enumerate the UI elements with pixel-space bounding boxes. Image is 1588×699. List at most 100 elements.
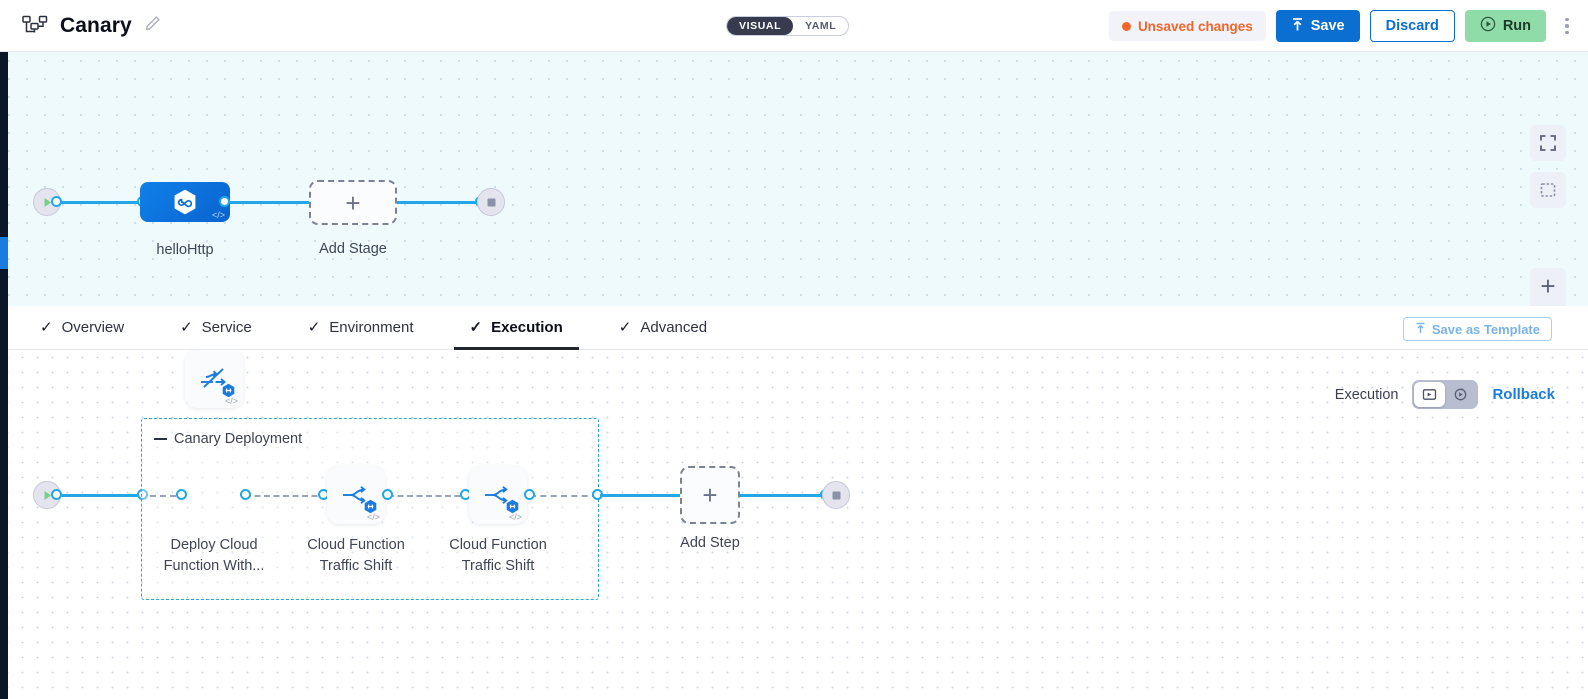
execution-view-button[interactable] — [1414, 382, 1446, 407]
play-circle-icon — [1480, 16, 1496, 36]
upload-arrow-icon — [1291, 17, 1304, 36]
step-code-mark: </> — [224, 396, 238, 406]
step-3-output-port[interactable] — [524, 489, 535, 500]
rollback-link[interactable]: Rollback — [1492, 386, 1555, 403]
stage-node-label: helloHttp — [156, 242, 214, 258]
fullscreen-expand-icon — [1540, 135, 1556, 151]
execution-view-icon — [1423, 389, 1437, 400]
tab-service[interactable]: ✓ Service — [164, 306, 268, 350]
unsaved-changes-label: Unsaved changes — [1137, 18, 1253, 34]
step-node-traffic-shift-2[interactable]: </> — [469, 466, 527, 524]
harness-hexagon-icon — [174, 189, 196, 215]
stage-group-title-label: Canary Deployment — [174, 431, 303, 447]
fit-to-screen-icon — [1540, 183, 1556, 197]
group-input-port[interactable] — [137, 489, 148, 500]
deploy-cloud-function-icon — [201, 368, 226, 388]
pencil-edit-icon[interactable] — [144, 14, 162, 37]
header-actions: Unsaved changes Save Discard — [1108, 0, 1578, 52]
edge-step-3-to-group-out — [530, 495, 598, 497]
edge-step-1-to-step-2 — [245, 495, 327, 497]
check-icon: ✓ — [40, 319, 53, 336]
edge-step-2-to-step-3 — [388, 495, 470, 497]
tab-environment[interactable]: ✓ Environment — [292, 306, 430, 350]
mode-option-visual[interactable]: VISUAL — [727, 17, 794, 35]
edge-start-to-stage — [56, 201, 148, 204]
check-icon: ✓ — [180, 319, 193, 336]
mode-option-yaml[interactable]: YAML — [805, 20, 837, 32]
edge-stage-to-addstage — [222, 201, 314, 204]
tab-list: ✓ Overview ✓ Service ✓ Environment ✓ Exe… — [0, 306, 747, 350]
step-config-badge — [222, 383, 235, 398]
tab-execution-label: Execution — [491, 319, 563, 336]
check-icon: ✓ — [307, 319, 321, 336]
unsaved-dot-icon — [1121, 21, 1131, 31]
end-stop-node[interactable] — [477, 188, 505, 216]
save-as-template-label: Save as Template — [1431, 321, 1540, 337]
edge-addstep-to-end — [740, 494, 824, 497]
exec-start-output-port[interactable] — [51, 489, 62, 500]
add-step-label: Add Step — [680, 535, 740, 551]
collapse-dash-icon[interactable] — [154, 438, 167, 440]
step-1-input-port[interactable] — [176, 489, 187, 500]
start-output-port[interactable] — [51, 196, 62, 207]
step-code-mark: </> — [366, 512, 380, 522]
stage-output-port[interactable] — [219, 196, 230, 207]
traffic-shift-icon — [343, 486, 366, 504]
step-2-output-port[interactable] — [382, 489, 393, 500]
tab-advanced-label: Advanced — [640, 319, 708, 336]
add-stage-label: Add Stage — [319, 241, 387, 257]
exec-end-stop-node[interactable] — [822, 481, 850, 509]
save-button[interactable]: Save — [1275, 10, 1360, 42]
add-stage-button[interactable]: + — [309, 180, 397, 225]
template-upload-icon — [1415, 322, 1426, 337]
plus-icon: + — [702, 480, 718, 510]
execution-controls: Execution Rollback — [1335, 380, 1555, 409]
tab-execution[interactable]: ✓ Execution — [453, 306, 580, 350]
save-as-template-button[interactable]: Save as Template — [1402, 317, 1552, 341]
step-config-badge — [364, 499, 377, 514]
check-icon: ✓ — [469, 319, 483, 336]
step-node-label-3: Cloud Function Traffic Shift — [449, 537, 547, 575]
left-nav-rail[interactable] — [0, 52, 8, 699]
stage-node-hellohttp[interactable]: </> — [140, 182, 230, 222]
add-step-button[interactable]: + — [680, 466, 740, 524]
save-button-label: Save — [1310, 18, 1345, 34]
tab-overview-label: Overview — [61, 319, 125, 336]
kebab-menu-icon[interactable] — [1556, 10, 1578, 42]
tab-environment-label: Environment — [329, 319, 414, 336]
left-nav-active-indicator — [0, 237, 8, 269]
execution-rollback-toggle[interactable] — [1412, 380, 1479, 409]
pipeline-stage-canvas[interactable]: </> helloHttp + Add Stage + − — [0, 52, 1588, 306]
step-config-badge — [506, 499, 519, 514]
page-title: Canary — [60, 13, 132, 37]
discard-button[interactable]: Discard — [1369, 10, 1455, 42]
tab-overview[interactable]: ✓ Overview — [24, 306, 140, 350]
app-header: Canary VISUAL YAML Unsaved changes — [0, 0, 1588, 52]
stage-group-title[interactable]: Canary Deployment — [154, 431, 302, 447]
fit-to-screen-button[interactable] — [1530, 172, 1566, 208]
step-code-mark: </> — [508, 512, 522, 522]
execution-label: Execution — [1334, 386, 1399, 403]
traffic-shift-icon — [485, 486, 508, 504]
exec-start-play-node[interactable] — [33, 481, 61, 509]
step-node-deploy-cloud-function[interactable]: </> — [185, 350, 243, 408]
execution-steps-canvas[interactable]: Execution Rollback — [0, 350, 1588, 699]
unsaved-changes-badge: Unsaved changes — [1108, 11, 1266, 41]
step-node-traffic-shift-1[interactable]: </> — [327, 466, 385, 524]
rollback-view-icon — [1455, 388, 1467, 401]
visual-yaml-toggle[interactable]: VISUAL YAML — [726, 16, 850, 36]
header-left-group: Canary — [0, 14, 162, 38]
tab-advanced[interactable]: ✓ Advanced — [603, 306, 723, 350]
stage-code-mark: </> — [211, 210, 225, 220]
rollback-view-button[interactable] — [1445, 382, 1476, 407]
step-1-output-port[interactable] — [240, 489, 251, 500]
run-button[interactable]: Run — [1464, 10, 1546, 42]
edge-group-to-step-1 — [150, 495, 186, 497]
stage-config-tabs: ✓ Overview ✓ Service ✓ Environment ✓ Exe… — [0, 306, 1588, 350]
fullscreen-expand-button[interactable] — [1530, 125, 1566, 161]
run-button-label: Run — [1502, 18, 1531, 34]
step-node-label-1: Deploy Cloud Function With... — [163, 537, 265, 575]
zoom-in-button[interactable]: + — [1530, 268, 1566, 304]
edge-group-to-addstep — [600, 494, 682, 497]
